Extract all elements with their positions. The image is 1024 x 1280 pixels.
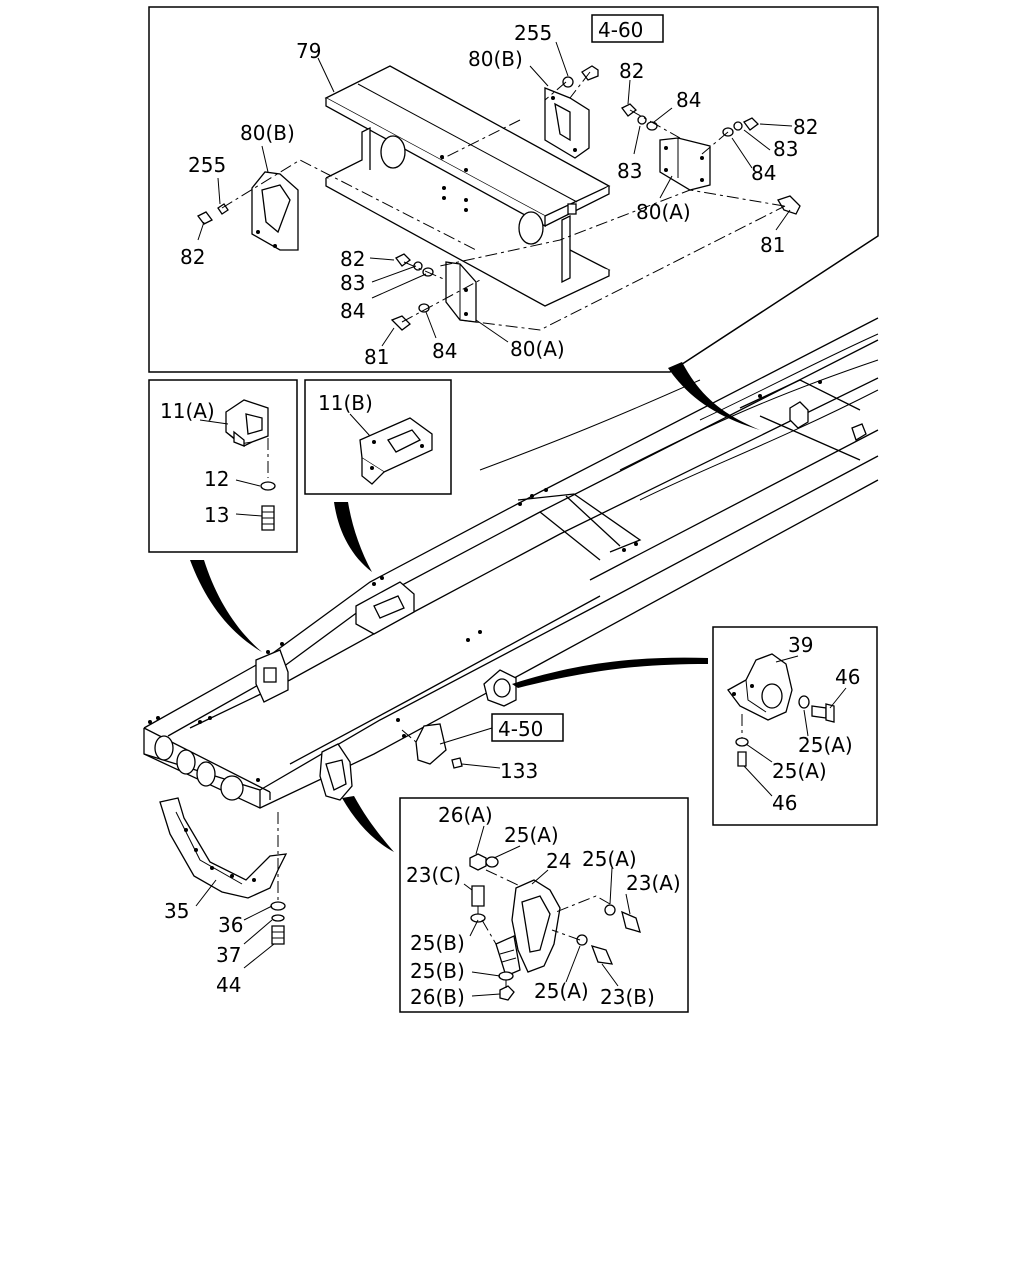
leader-35 [195, 879, 217, 907]
ref-box-4-60[interactable] [591, 14, 664, 43]
label-25a-box39-2: 25(A) [772, 759, 827, 783]
bracket-80a-left [445, 261, 477, 323]
fasteners-35 [270, 901, 286, 945]
label-46-bottom: 46 [772, 791, 797, 815]
label-79: 79 [296, 39, 321, 63]
ref-label-4-60: 4-60 [598, 18, 643, 42]
label-23a: 23(A) [626, 871, 681, 895]
bracket-24 [495, 879, 561, 977]
label-25a-1: 25(A) [504, 823, 559, 847]
label-25a-2: 25(A) [582, 847, 637, 871]
leader-39 [775, 655, 799, 663]
bracket-80a-right [659, 137, 711, 191]
leader-46 [829, 687, 847, 709]
label-11a: 11(A) [160, 399, 215, 423]
leader-44 [243, 943, 275, 969]
label-26b: 26(B) [410, 985, 465, 1009]
label-80a-right: 80(A) [636, 200, 691, 224]
bolt-46-box39 [811, 703, 835, 723]
label-23c: 23(C) [406, 863, 461, 887]
label-255-left: 255 [188, 153, 226, 177]
mount-39 [727, 653, 793, 721]
bracket-80b-left [251, 171, 299, 251]
leader-11b [349, 413, 371, 437]
label-25b-2: 25(B) [410, 959, 465, 983]
label-83-lower: 83 [340, 271, 365, 295]
label-35: 35 [164, 899, 189, 923]
label-39: 39 [788, 633, 813, 657]
label-82-right: 82 [793, 115, 818, 139]
label-80b-top: 80(B) [468, 47, 523, 71]
leaders-top [197, 41, 793, 347]
leader-37 [243, 919, 273, 945]
label-12: 12 [204, 467, 229, 491]
label-84-bottom: 84 [432, 339, 457, 363]
leader-25a2 [745, 743, 773, 763]
label-82-lower: 82 [340, 247, 365, 271]
label-13: 13 [204, 503, 229, 527]
label-24: 24 [546, 849, 571, 873]
label-25a-box39-1: 25(A) [798, 733, 853, 757]
bolt-13 [261, 505, 275, 531]
label-133: 133 [500, 759, 538, 783]
pointer-24 [342, 796, 394, 852]
label-25b-1: 25(B) [410, 931, 465, 955]
assembly-lines-top [221, 71, 786, 331]
label-23b: 23(B) [600, 985, 655, 1009]
pointer-39 [512, 657, 708, 688]
washer-25a-box39 [798, 695, 810, 709]
label-81-lower: 81 [364, 345, 389, 369]
fasteners-box24 [469, 853, 641, 1001]
box-39-frame [712, 626, 878, 826]
box-11b-frame [304, 379, 452, 495]
leader-11a [199, 419, 229, 425]
leaders-box24 [463, 825, 631, 997]
leader-13 [235, 513, 263, 517]
washer-12 [260, 481, 276, 491]
label-84-top: 84 [676, 88, 701, 112]
label-81-right: 81 [760, 233, 785, 257]
ref-label-4-50: 4-50 [498, 717, 543, 741]
bolt-46-lower [737, 751, 747, 767]
label-83-right: 83 [773, 137, 798, 161]
bracket-11b [359, 417, 433, 485]
leader-36 [243, 905, 273, 921]
label-26a: 26(A) [438, 803, 493, 827]
label-11b: 11(B) [318, 391, 373, 415]
bracket-80b-right [544, 87, 590, 159]
leader-25a1 [803, 709, 809, 737]
label-44: 44 [216, 973, 241, 997]
pointer-top-panel [668, 362, 760, 430]
label-82-left: 82 [180, 245, 205, 269]
assembly-lines-box24 [477, 869, 611, 988]
pointer-11b [334, 502, 372, 572]
box-24-frame [399, 797, 689, 1013]
ref-box-4-50[interactable] [491, 713, 564, 742]
label-255-top: 255 [514, 21, 552, 45]
label-83-mid: 83 [617, 159, 642, 183]
leader-12 [235, 479, 261, 487]
label-84-lower: 84 [340, 299, 365, 323]
washer-25a-lower [735, 737, 749, 747]
label-80a-bottom: 80(A) [510, 337, 565, 361]
bracket-11a [225, 399, 269, 447]
leader-4-50 [439, 727, 493, 745]
label-80b-left: 80(B) [240, 121, 295, 145]
label-36: 36 [218, 913, 243, 937]
label-82-top: 82 [619, 59, 644, 83]
label-46-top: 46 [835, 665, 860, 689]
leader-46b [743, 765, 773, 797]
top-panel-frame [148, 6, 879, 373]
label-37: 37 [216, 943, 241, 967]
pointer-11a [190, 560, 262, 652]
label-25a-3: 25(A) [534, 979, 589, 1003]
chassis-frame [143, 317, 879, 902]
box-11a-frame [148, 379, 298, 553]
label-84-right: 84 [751, 161, 776, 185]
